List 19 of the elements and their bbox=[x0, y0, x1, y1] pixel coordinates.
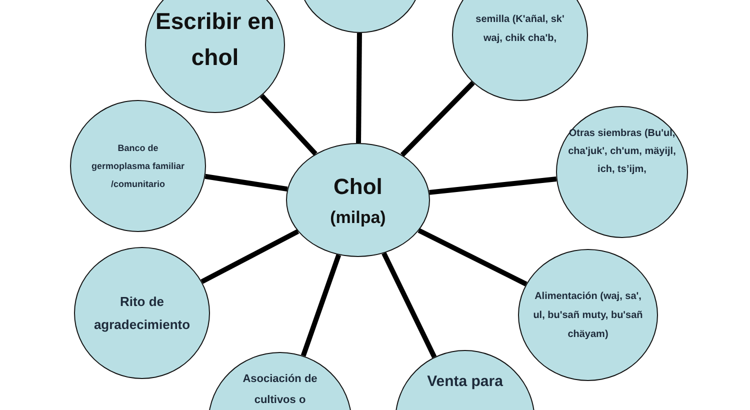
connector-line bbox=[200, 229, 300, 284]
connector-line bbox=[382, 252, 437, 358]
topic-text: Escribir en chol bbox=[155, 7, 275, 72]
connector-line bbox=[260, 94, 318, 156]
connector-line bbox=[356, 32, 362, 144]
connector-line bbox=[204, 174, 288, 192]
topic-text: Alimentación (waj, sa', ul, bu'sañ muty, bu'sañ chäyam) bbox=[532, 290, 644, 342]
topic-text: Venta para bbox=[426, 372, 504, 392]
topic-text: Rito de agradecimiento bbox=[92, 292, 192, 334]
center-subtitle: (milpa) bbox=[329, 207, 387, 229]
connector-line bbox=[429, 176, 557, 195]
topic-text: Otras siembras (Bu'ul, cha'juk', ch'um, mäyijl, ich, tsʼijm, bbox=[567, 127, 677, 177]
connector-line bbox=[400, 81, 475, 157]
connector-line bbox=[418, 228, 528, 286]
topic-text: Asociación de cultivos o bbox=[242, 372, 318, 408]
center-title: Chol bbox=[332, 172, 384, 201]
topic-text: semilla (K'añal, sk' waj, chik cha'b, bbox=[474, 13, 566, 46]
topic-text: Banco de germoplasma familiar /comunitario bbox=[90, 142, 186, 191]
connector-line bbox=[300, 254, 342, 357]
